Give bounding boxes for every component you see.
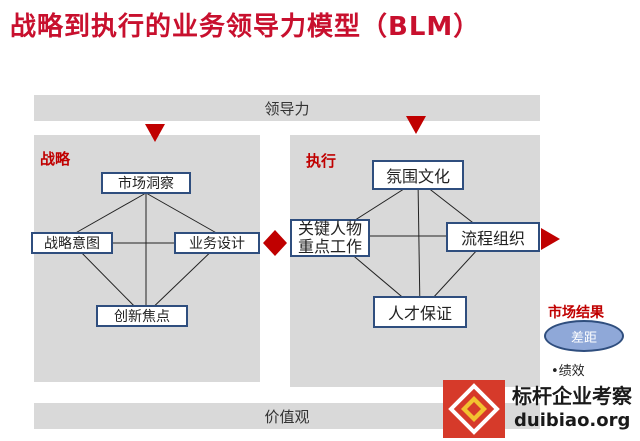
execution-label: 执行 bbox=[306, 152, 337, 170]
leadership-band: 领导力 bbox=[34, 95, 540, 121]
node-business-design: 业务设计 bbox=[174, 232, 260, 254]
strategy-label: 战略 bbox=[40, 150, 71, 168]
right-arrow-icon bbox=[541, 228, 560, 250]
execution-down-arrow-icon bbox=[406, 116, 426, 134]
watermark-url: duibiao.org bbox=[514, 410, 631, 431]
watermark-logo-icon bbox=[443, 380, 505, 438]
node-strategic-intent: 战略意图 bbox=[31, 232, 113, 254]
node-market-insight: 市场洞察 bbox=[101, 172, 191, 194]
node-climate-culture: 氛围文化 bbox=[372, 160, 464, 190]
node-talent: 人才保证 bbox=[373, 296, 467, 328]
watermark-name: 标杆企业考察 bbox=[512, 384, 632, 408]
connector-diamond-icon bbox=[263, 230, 287, 256]
page-title: 战略到执行的业务领导力模型（BLM） bbox=[10, 12, 481, 42]
node-innovation-focus: 创新焦点 bbox=[96, 305, 188, 327]
node-key-tasks-line1: 关键人物 bbox=[297, 219, 362, 238]
strategy-connector-lines bbox=[71, 192, 221, 317]
market-results-title: 市场结果 bbox=[548, 305, 604, 321]
strategy-down-arrow-icon bbox=[145, 124, 165, 142]
node-key-tasks-line2: 重点工作 bbox=[297, 237, 362, 256]
node-key-tasks: 关键人物 重点工作 bbox=[290, 219, 370, 257]
node-process-org: 流程组织 bbox=[446, 222, 540, 252]
gap-ellipse: 差距 bbox=[544, 320, 624, 352]
performance-bullet: •绩效 bbox=[551, 364, 585, 379]
